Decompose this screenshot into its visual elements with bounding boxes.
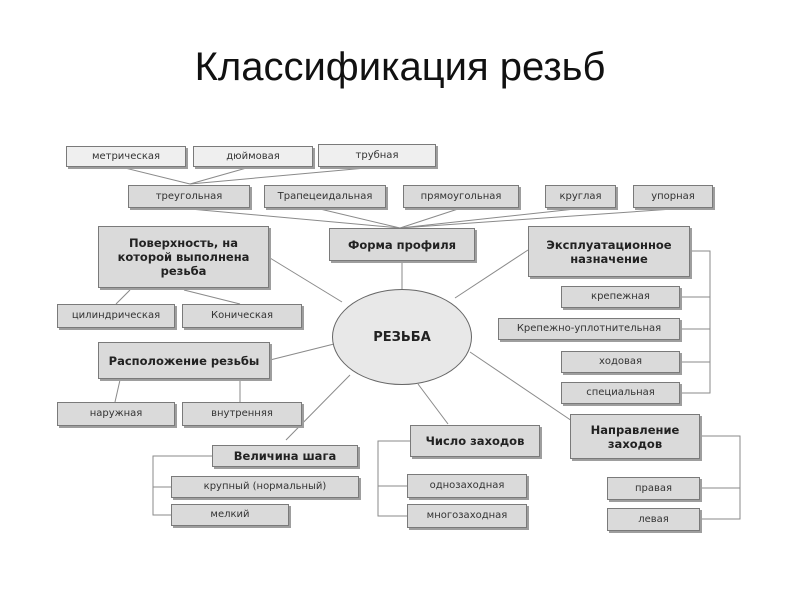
location-header: Расположение резьбы bbox=[98, 342, 270, 379]
pitch-coarse-box: крупный (нормальный) bbox=[171, 476, 359, 498]
profile-rectangular-box: прямоугольная bbox=[403, 185, 519, 208]
purpose-special-box: специальная bbox=[561, 382, 680, 404]
surface-conical-box: Коническая bbox=[182, 304, 302, 328]
starts-single-box: однозаходная bbox=[407, 474, 527, 498]
slide-title: Классификация резьб bbox=[194, 45, 606, 89]
pitch-header: Величина шага bbox=[212, 445, 358, 467]
pitch-fine-box: мелкий bbox=[171, 504, 289, 526]
purpose-fastening-box: крепежная bbox=[561, 286, 680, 308]
triangular-metric-box: метрическая bbox=[66, 146, 186, 167]
direction-header: Направление заходов bbox=[570, 414, 700, 459]
surface-header: Поверхность, на которой выполнена резьба bbox=[98, 226, 269, 288]
starts-header: Число заходов bbox=[410, 425, 540, 457]
purpose-header: Эксплуатационное назначение bbox=[528, 226, 690, 277]
center-ellipse: РЕЗЬБА bbox=[332, 289, 472, 385]
profile-round-box: круглая bbox=[545, 185, 616, 208]
profile-header: Форма профиля bbox=[329, 228, 475, 261]
profile-buttress-box: упорная bbox=[633, 185, 713, 208]
triangular-pipe-box: трубная bbox=[318, 144, 436, 167]
direction-right-box: правая bbox=[607, 477, 700, 500]
purpose-fastening-sealing-box: Крепежно-уплотнительная bbox=[498, 318, 680, 340]
purpose-running-box: ходовая bbox=[561, 351, 680, 373]
surface-cylindrical-box: цилиндрическая bbox=[57, 304, 175, 328]
location-internal-box: внутренняя bbox=[182, 402, 302, 426]
starts-multi-box: многозаходная bbox=[407, 504, 527, 528]
profile-triangular-box: треугольная bbox=[128, 185, 250, 208]
triangular-inch-box: дюймовая bbox=[193, 146, 313, 167]
direction-left-box: левая bbox=[607, 508, 700, 531]
location-external-box: наружная bbox=[57, 402, 175, 426]
profile-trapezoidal-box: Трапецеидальная bbox=[264, 185, 386, 208]
